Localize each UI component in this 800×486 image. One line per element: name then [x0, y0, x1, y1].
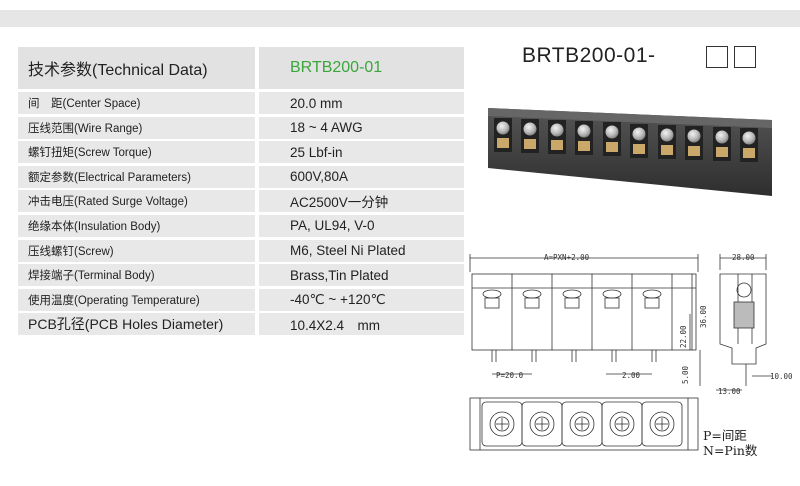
spec-label: 绝缘本体(Insulation Body) — [18, 214, 255, 237]
spec-value: -40℃ ~ +120℃ — [259, 288, 464, 311]
dim-height-22: 22.00 — [679, 325, 688, 348]
dim-side-13: 13.00 — [718, 387, 741, 396]
dim-side-10: 10.00 — [770, 372, 793, 381]
dim-pitch: P=20.0 — [496, 371, 524, 380]
model-option-box-2 — [734, 46, 756, 68]
spec-label: 螺钉扭矩(Screw Torque) — [18, 141, 255, 164]
spec-label: 焊接端子(Terminal Body) — [18, 264, 255, 287]
spec-row-terminal-body: 焊接端子(Terminal Body) Brass,Tin Plated — [18, 264, 464, 287]
spec-header-row: 技术参数(Technical Data) BRTB200-01 — [18, 47, 464, 89]
legend-pin-count: N=Pin数 — [703, 443, 758, 458]
spec-row-operating-temperature: 使用温度(Operating Temperature) -40℃ ~ +120℃ — [18, 288, 464, 311]
spec-row-pcb-holes-diameter: PCB孔径(PCB Holes Diameter) 10.4X2.4 mm — [18, 313, 464, 336]
spec-label: PCB孔径(PCB Holes Diameter) — [18, 313, 255, 336]
spec-label: 压线螺钉(Screw) — [18, 239, 255, 262]
dim-pin-gap: 2.00 — [622, 371, 641, 380]
model-code: BRTB200-01- — [522, 44, 656, 67]
product-photo — [488, 108, 772, 196]
spec-label: 使用温度(Operating Temperature) — [18, 288, 255, 311]
spec-row-center-space: 间 距(Center Space) 20.0 mm — [18, 92, 464, 114]
spec-value: 600V,80A — [259, 165, 464, 188]
dim-total-length: A=PXN+2.00 — [544, 253, 590, 262]
spec-value: AC2500V一分钟 — [259, 190, 464, 213]
front-view — [469, 254, 701, 386]
model-option-box-1 — [706, 46, 728, 68]
legend-pitch: P=间距 — [703, 428, 747, 443]
spec-row-insulation-body: 绝缘本体(Insulation Body) PA, UL94, V-0 — [18, 214, 464, 237]
spec-row-wire-range: 压线范围(Wire Range) 18 ~ 4 AWG — [18, 116, 464, 139]
spec-value: PA, UL94, V-0 — [259, 214, 464, 237]
drawing-legend: P=间距 N=Pin数 — [703, 428, 757, 458]
spec-value: 10.4X2.4 mm — [259, 313, 464, 336]
spec-row-electrical-parameters: 额定参数(Electrical Parameters) 600V,80A — [18, 165, 464, 188]
spec-label: 冲击电压(Rated Surge Voltage) — [18, 190, 255, 213]
spec-header-label: 技术参数(Technical Data) — [18, 47, 255, 89]
dim-side-width: 28.00 — [732, 253, 755, 262]
spec-label: 压线范围(Wire Range) — [18, 116, 255, 139]
dim-pin-length: 5.00 — [681, 365, 690, 384]
spec-row-rated-surge-voltage: 冲击电压(Rated Surge Voltage) AC2500V一分钟 — [18, 190, 464, 213]
spec-value: 20.0 mm — [259, 92, 464, 114]
technical-drawing: A=PXN+2.00 P=20.0 2.00 22.00 36.00 5.00 … — [469, 253, 793, 451]
spec-label: 间 距(Center Space) — [18, 92, 255, 114]
spec-row-screw: 压线螺钉(Screw) M6, Steel Ni Plated — [18, 239, 464, 262]
spec-label: 额定参数(Electrical Parameters) — [18, 165, 255, 188]
spec-value: M6, Steel Ni Plated — [259, 239, 464, 262]
top-band — [0, 10, 800, 27]
spec-header-value: BRTB200-01 — [259, 47, 464, 89]
terminal-positions — [494, 118, 758, 162]
spec-value: Brass,Tin Plated — [259, 264, 464, 287]
spec-row-screw-torque: 螺钉扭矩(Screw Torque) 25 Lbf-in — [18, 141, 464, 164]
dim-height-36: 36.00 — [699, 305, 708, 328]
spec-value: 18 ~ 4 AWG — [259, 116, 464, 139]
bottom-view — [469, 397, 699, 451]
spec-table: 技术参数(Technical Data) BRTB200-01 间 距(Cent… — [18, 47, 464, 338]
side-view — [716, 254, 772, 391]
spec-value: 25 Lbf-in — [259, 141, 464, 164]
